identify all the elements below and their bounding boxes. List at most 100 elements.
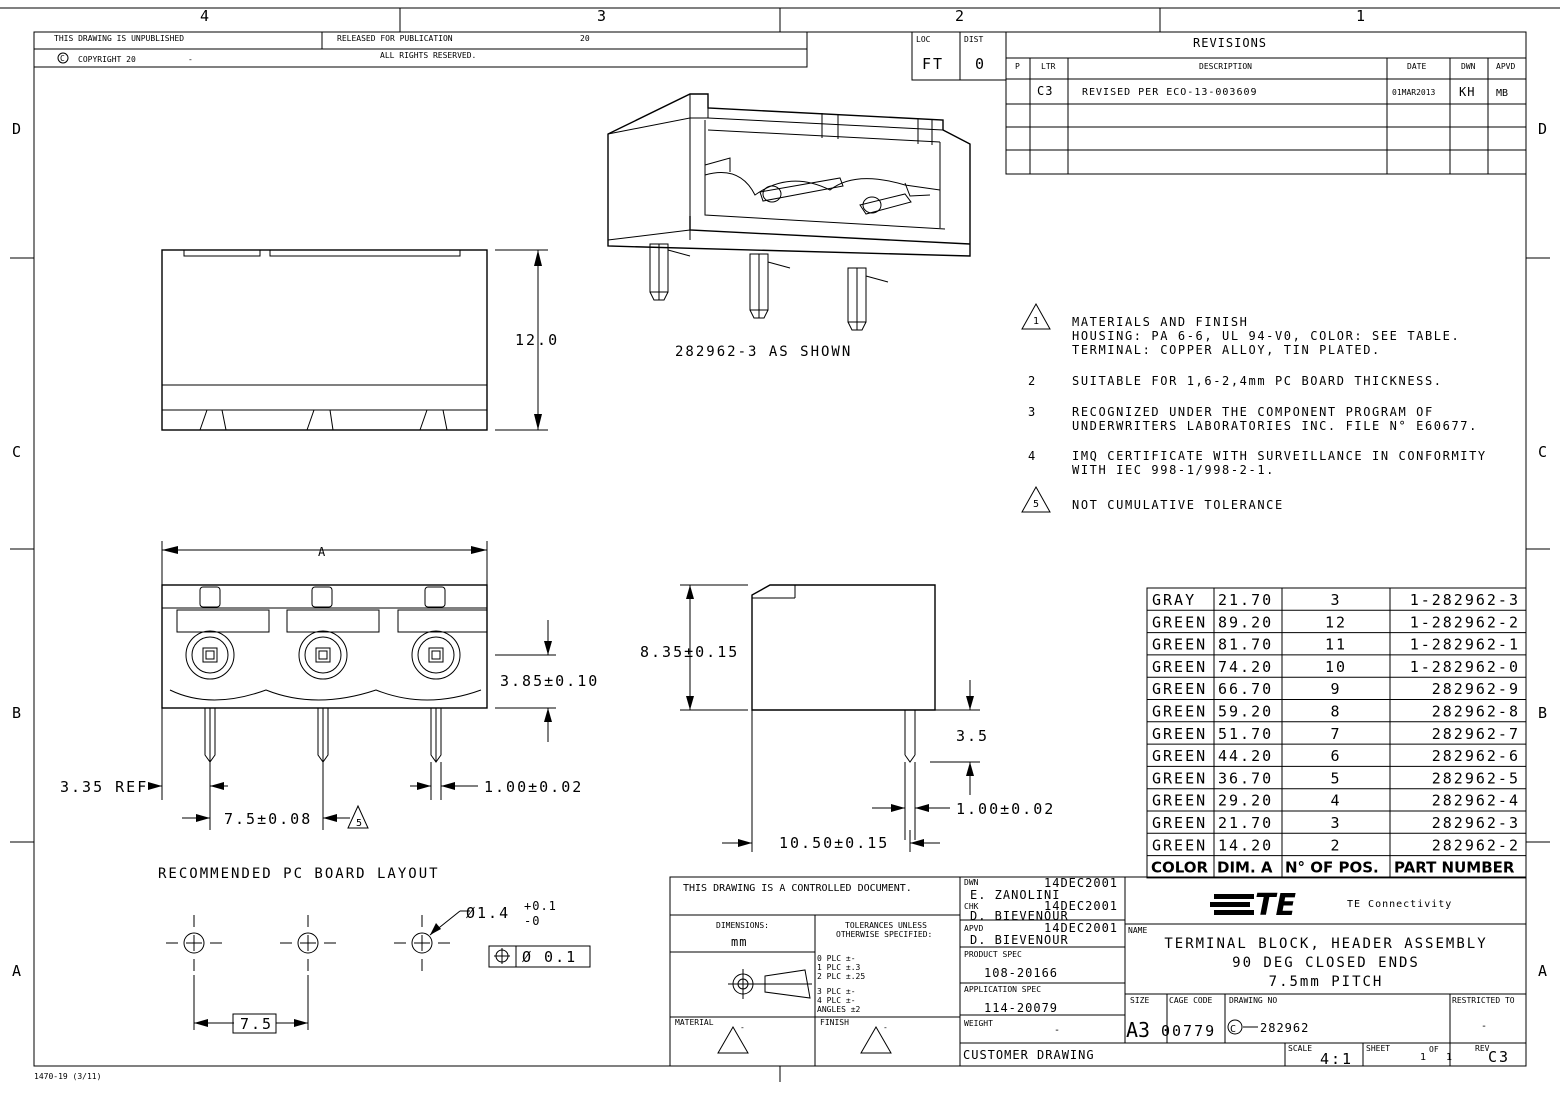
part-number: 282962-8 [1432, 703, 1520, 721]
restricted-value: - [1481, 1021, 1487, 1032]
dim-35: 3.5 [956, 727, 989, 745]
tol-row-0: 0 PLC ±- [817, 954, 856, 963]
loc-label: LOC [916, 35, 931, 44]
product-spec: 108-20166 [984, 966, 1058, 980]
apvd-name: D. BIEVENOUR [970, 933, 1069, 947]
chk-name: D. BIEVENOUR [970, 909, 1069, 923]
part-table-header: COLOR [1151, 859, 1209, 877]
note-number: 2 [1028, 374, 1036, 388]
rev-value: C3 [1488, 1048, 1510, 1066]
tol-row-4: 4 PLC ±- [817, 996, 856, 1005]
tol-row-2: 2 PLC ±.25 [817, 972, 865, 981]
rev-col-date: DATE [1407, 62, 1426, 71]
dim-100-front: 1.00±0.02 [484, 778, 583, 796]
chk-date: 14DEC2001 [1044, 899, 1118, 913]
finish-label: FINISH [820, 1018, 849, 1027]
dim-a-label: A [318, 545, 326, 559]
material-note: - [740, 1023, 745, 1032]
part-number: 1-282962-1 [1410, 636, 1520, 654]
part-color: GREEN [1152, 613, 1207, 631]
part-positions: 11 [1325, 636, 1347, 654]
dim-100-side: 1.00±0.02 [956, 800, 1055, 818]
dwn-date: 14DEC2001 [1044, 876, 1118, 890]
pcb-layout: RECOMMENDED PC BOARD LAYOUT 7.5 Ø1.4 +0.… [158, 866, 591, 1034]
rev-row-ltr: C3 [1037, 84, 1053, 98]
sheet-label: SHEET [1366, 1044, 1390, 1053]
note-line: WITH IEC 998-1/998-2-1. [1072, 463, 1275, 477]
copyright-label: COPYRIGHT 20 [78, 55, 136, 64]
controlled-doc: THIS DRAWING IS A CONTROLLED DOCUMENT. [683, 883, 912, 894]
note-line: HOUSING: PA 6-6, UL 94-V0, COLOR: SEE TA… [1072, 329, 1460, 343]
part-positions: 6 [1330, 747, 1341, 765]
pcb-tol-plus: +0.1 [524, 899, 557, 913]
size-value: A3 [1126, 1018, 1150, 1042]
part-number: 282962-4 [1432, 792, 1520, 810]
of-label: OF [1429, 1045, 1439, 1054]
rev-row-date: 01MAR2013 [1392, 88, 1436, 97]
part-dim-a: 21.70 [1218, 814, 1273, 832]
drawing-no-label: DRAWING NO [1229, 996, 1277, 1005]
part-color: GREEN [1152, 769, 1207, 787]
customer-drawing: CUSTOMER DRAWING [963, 1048, 1095, 1062]
drawing-no: 282962 [1260, 1021, 1309, 1035]
note-line: IMQ CERTIFICATE WITH SURVEILLANCE IN CON… [1072, 449, 1487, 463]
isometric-view: 282962-3 AS SHOWN [607, 93, 971, 360]
note-line: RECOGNIZED UNDER THE COMPONENT PROGRAM O… [1072, 405, 1434, 419]
part-dim-a: 59.20 [1218, 703, 1273, 721]
zone-left-a: A [12, 962, 23, 980]
rev-row-description: REVISED PER ECO-13-003609 [1082, 87, 1258, 98]
part-number: 1-282962-2 [1410, 613, 1520, 631]
copyright-symbol: C [60, 54, 65, 63]
dwn-label: DWN [964, 878, 979, 887]
zone-top-1: 1 [1356, 7, 1367, 25]
profile-view: 8.35±0.15 3.5 1.00±0.02 10.50±0.15 [640, 584, 1055, 852]
part-color: GRAY [1152, 591, 1196, 609]
rev-col-description: DESCRIPTION [1199, 62, 1252, 71]
sheet-value: 1 [1420, 1052, 1426, 1063]
tol-label-2: OTHERWISE SPECIFIED: [836, 930, 932, 939]
part-color: GREEN [1152, 814, 1207, 832]
pcb-pitch: 7.5 [240, 1015, 273, 1033]
note-number: 5 [1033, 499, 1039, 510]
part-number: 282962-7 [1432, 725, 1520, 743]
part-positions: 8 [1330, 703, 1341, 721]
weight-label: WEIGHT [964, 1019, 993, 1028]
size-label: SIZE [1130, 996, 1149, 1005]
dimensions-value: mm [731, 935, 747, 949]
note-line: SUITABLE FOR 1,6-2,4mm PC BOARD THICKNES… [1072, 374, 1443, 388]
rev-col-dwn: DWN [1461, 62, 1476, 71]
note-line: NOT CUMULATIVE TOLERANCE [1072, 498, 1284, 512]
part-color: GREEN [1152, 636, 1207, 654]
apvd-date: 14DEC2001 [1044, 921, 1118, 935]
zone-right-c: C [1538, 443, 1549, 461]
side-view: 12.0 [161, 249, 557, 431]
released-label: RELEASED FOR PUBLICATION [337, 34, 453, 43]
part-color: GREEN [1152, 703, 1207, 721]
weight-value: - [1054, 1025, 1060, 1036]
rev-col-p: P [1015, 62, 1020, 71]
te-logo-text: TE [1255, 888, 1296, 923]
tol-row-5: ANGLES ±2 [817, 1005, 861, 1014]
scale-label: SCALE [1288, 1044, 1312, 1053]
note-line: TERMINAL: COPPER ALLOY, TIN PLATED. [1072, 343, 1381, 357]
part-table-header: PART NUMBER [1394, 859, 1515, 877]
part-positions: 9 [1330, 680, 1341, 698]
part-number: 282962-9 [1432, 680, 1520, 698]
rev-row-apvd: MB [1496, 88, 1508, 99]
cage-label: CAGE CODE [1169, 996, 1213, 1005]
sheet-border: 4 3 2 1 D C B A D C B A [0, 7, 1560, 1082]
tol-row-3: 3 PLC ±- [817, 987, 856, 996]
part-positions: 12 [1325, 613, 1347, 631]
zone-left-b: B [12, 704, 23, 722]
note-number: 1 [1033, 316, 1039, 327]
part-dim-a: 21.70 [1218, 591, 1273, 609]
loc-value: FT [922, 55, 944, 73]
rights-label: ALL RIGHTS RESERVED. [380, 51, 476, 60]
finish-note: - [883, 1023, 888, 1032]
revisions-table: REVISIONS P LTR DESCRIPTION DATE DWN APV… [1005, 31, 1527, 175]
released-year: 20 [580, 34, 590, 43]
name-line-2: 90 DEG CLOSED ENDS [1232, 955, 1420, 971]
part-number: 282962-2 [1432, 836, 1520, 854]
